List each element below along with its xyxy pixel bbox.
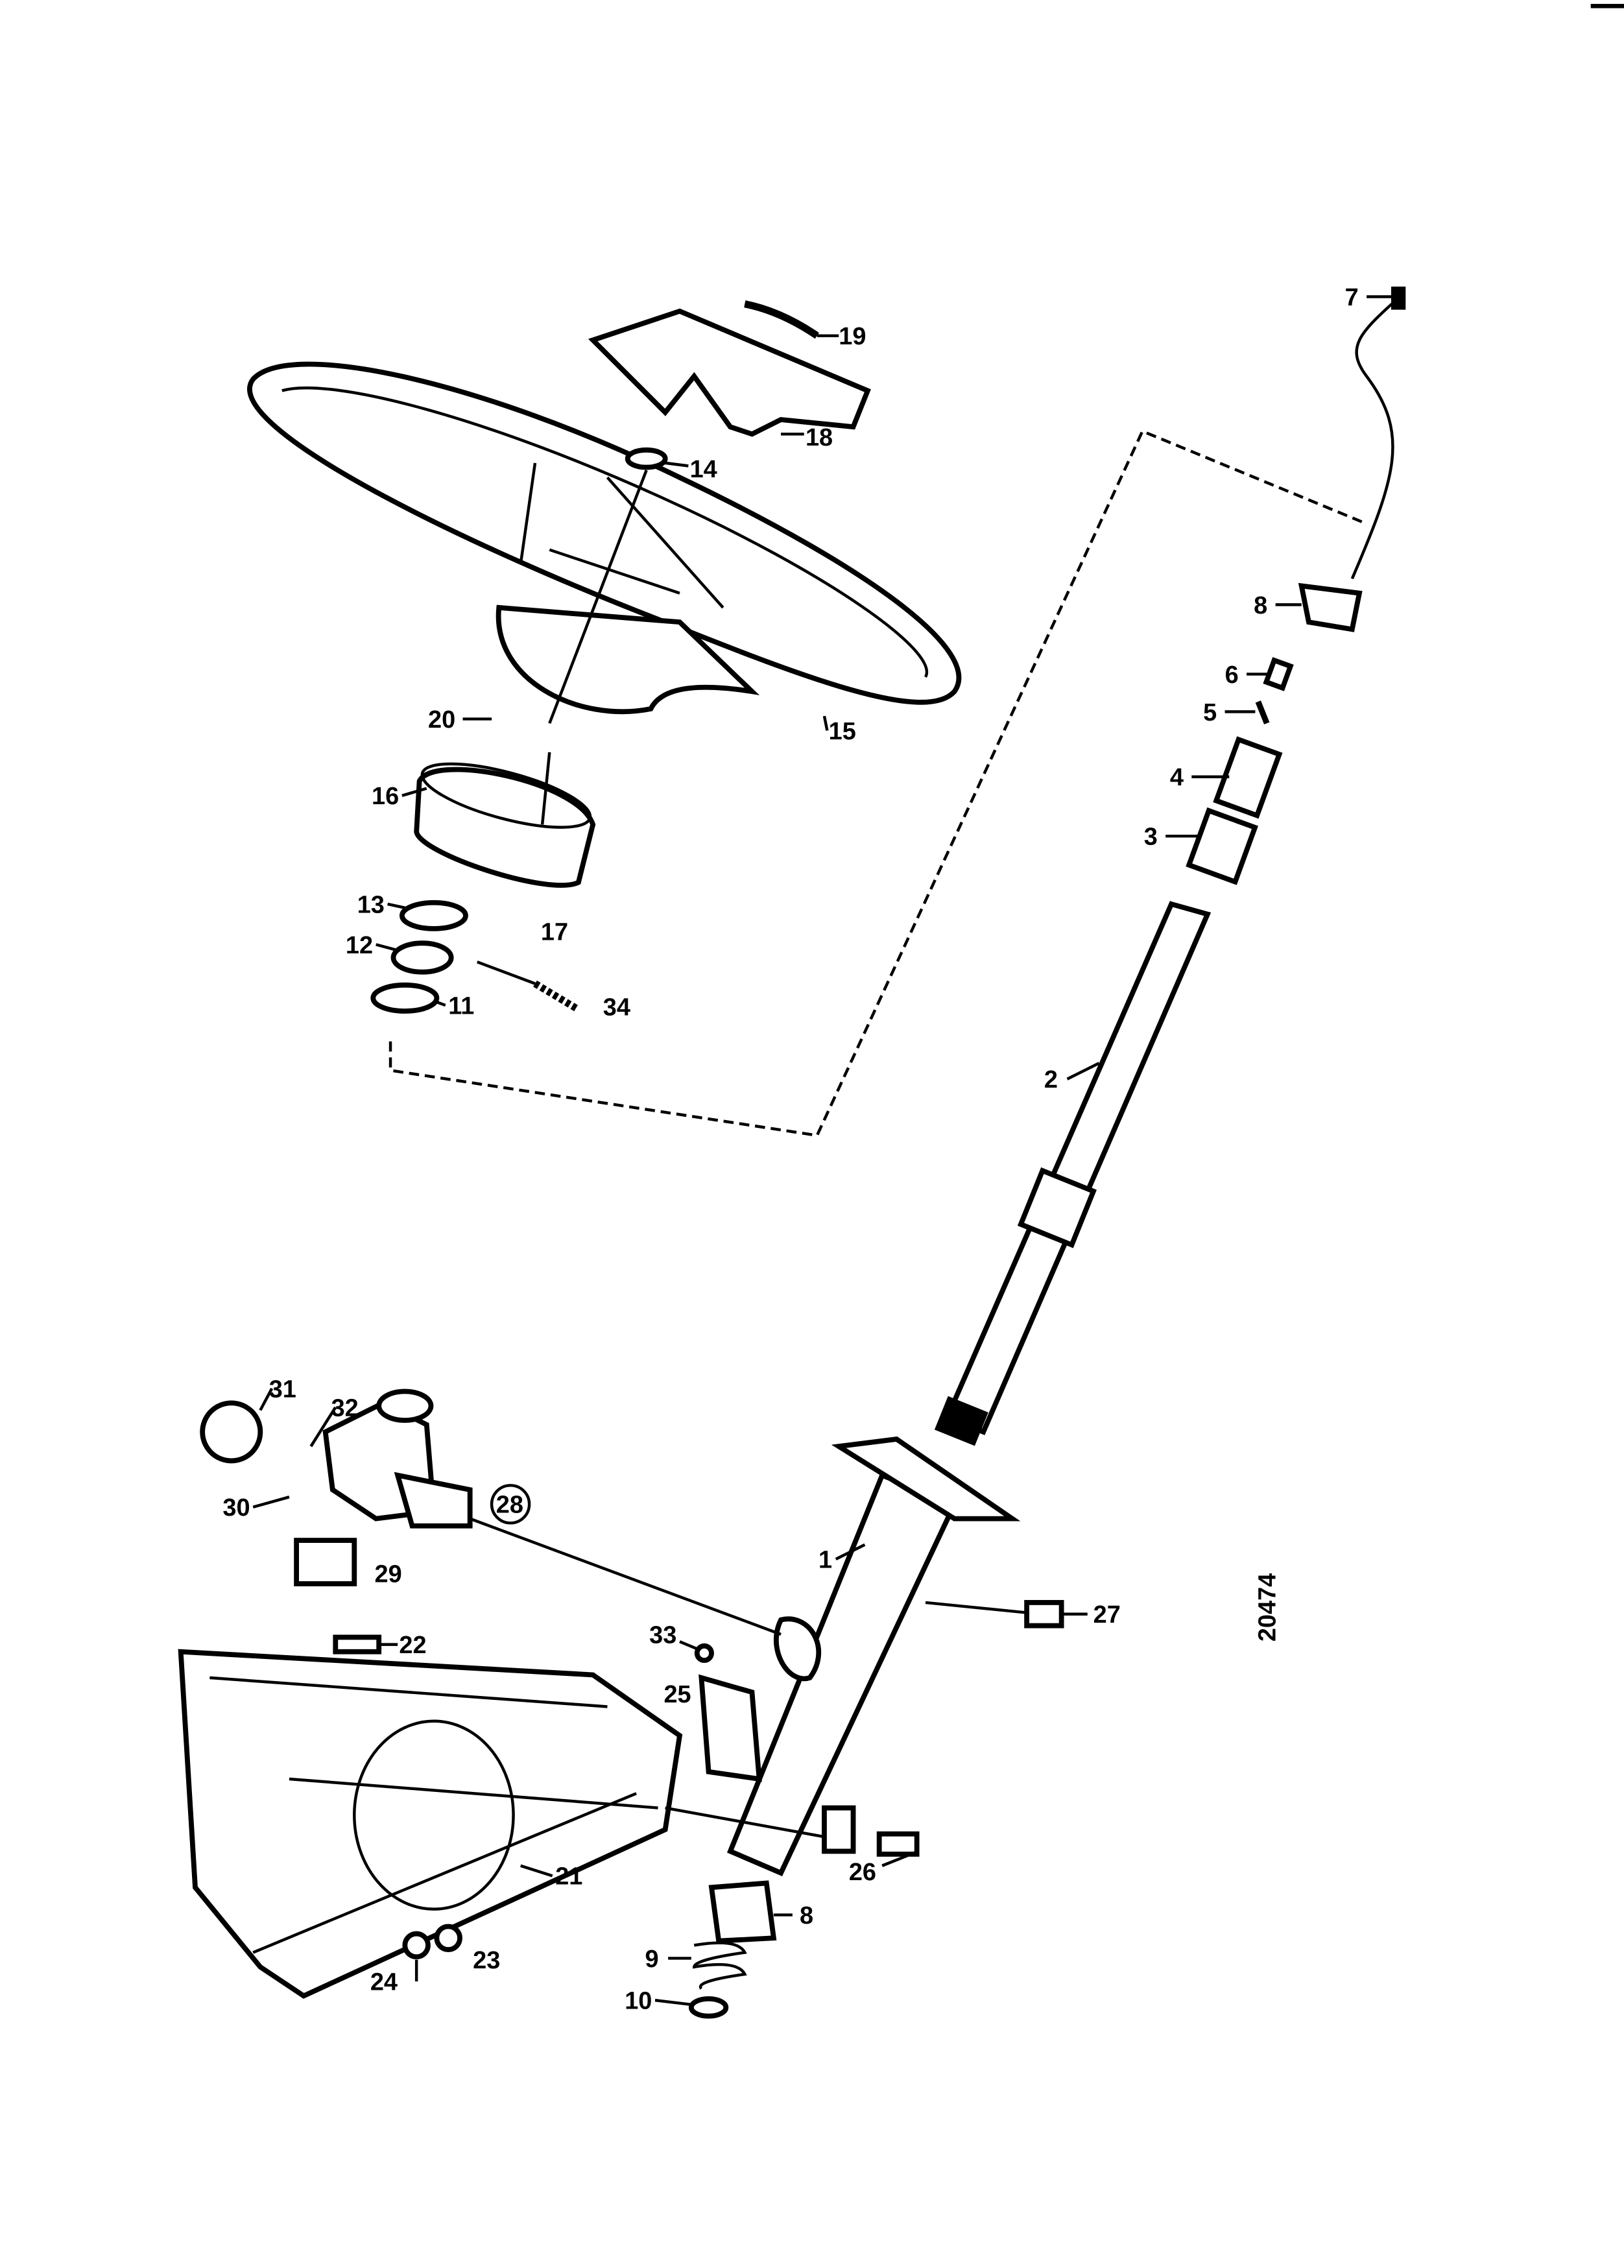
cable bbox=[1350, 295, 1401, 580]
label-24: 24 bbox=[370, 1969, 398, 1996]
label-33: 33 bbox=[649, 1621, 676, 1649]
label-12: 12 bbox=[346, 932, 373, 959]
bushing-8-lower bbox=[708, 1880, 777, 1944]
nut-23 bbox=[434, 1924, 462, 1952]
part-6 bbox=[1263, 657, 1294, 691]
hub bbox=[414, 752, 596, 888]
sleeve-4 bbox=[1213, 736, 1283, 819]
label-34: 34 bbox=[603, 994, 630, 1021]
clip-10 bbox=[688, 1996, 729, 2019]
label-19: 19 bbox=[839, 323, 866, 350]
label-7: 7 bbox=[1345, 284, 1359, 311]
label-27: 27 bbox=[1093, 1601, 1121, 1629]
spring-9 bbox=[693, 1941, 747, 1990]
housing bbox=[178, 1649, 825, 1999]
label-20: 20 bbox=[428, 706, 455, 734]
ring-11 bbox=[370, 982, 440, 1014]
sleeve-3 bbox=[1186, 807, 1259, 885]
bolt-26 bbox=[876, 1831, 920, 1857]
label-13: 13 bbox=[357, 891, 385, 918]
label-10: 10 bbox=[625, 1987, 652, 2014]
label-18: 18 bbox=[806, 424, 833, 451]
ignition-lock bbox=[200, 1389, 782, 1636]
label-9: 9 bbox=[645, 1946, 658, 1973]
column-tube bbox=[726, 1436, 1021, 1876]
bolt-22 bbox=[333, 1634, 382, 1654]
label-6: 6 bbox=[1225, 662, 1239, 689]
label-22: 22 bbox=[399, 1632, 426, 1659]
nut bbox=[625, 447, 668, 470]
bolt-27 bbox=[1024, 1600, 1064, 1629]
label-16: 16 bbox=[372, 783, 399, 810]
label-23: 23 bbox=[473, 1947, 500, 1974]
label-21: 21 bbox=[555, 1863, 582, 1891]
bushing-8-upper bbox=[1298, 582, 1363, 632]
label-30: 30 bbox=[222, 1494, 250, 1522]
hub-cover bbox=[588, 308, 871, 437]
emblem-strip bbox=[744, 300, 819, 339]
leader-lines bbox=[252, 295, 1392, 2007]
washer-24 bbox=[402, 1931, 431, 1960]
label-29: 29 bbox=[375, 1561, 402, 1588]
label-8-upper: 8 bbox=[1254, 592, 1267, 619]
assembly-dashed-line bbox=[388, 429, 1367, 1138]
label-1: 1 bbox=[818, 1546, 832, 1573]
label-32: 32 bbox=[331, 1394, 359, 1422]
bracket-25 bbox=[699, 1674, 762, 1782]
label-4: 4 bbox=[1170, 764, 1184, 791]
steering-wheel bbox=[247, 361, 962, 715]
label-31: 31 bbox=[269, 1376, 296, 1403]
label-14: 14 bbox=[690, 456, 717, 483]
shaft bbox=[934, 901, 1212, 1446]
pin-5 bbox=[1255, 700, 1270, 724]
ring-13 bbox=[399, 900, 468, 931]
label-2: 2 bbox=[1044, 1066, 1058, 1093]
circled-label-28 bbox=[490, 1484, 531, 1525]
connector-7 bbox=[1391, 286, 1406, 310]
screw-33 bbox=[694, 1643, 714, 1664]
label-15: 15 bbox=[829, 718, 856, 745]
drawing-number: 20474 bbox=[1254, 1573, 1282, 1641]
label-11: 11 bbox=[448, 992, 474, 1020]
label-28: 28 bbox=[496, 1492, 523, 1519]
label-25: 25 bbox=[663, 1681, 691, 1708]
label-26: 26 bbox=[849, 1859, 876, 1886]
spring-34 bbox=[533, 980, 580, 1013]
label-3: 3 bbox=[1144, 824, 1158, 851]
label-8-lower: 8 bbox=[800, 1902, 813, 1929]
ring-12 bbox=[390, 940, 454, 975]
label-5: 5 bbox=[1203, 699, 1217, 726]
label-17: 17 bbox=[541, 919, 568, 946]
